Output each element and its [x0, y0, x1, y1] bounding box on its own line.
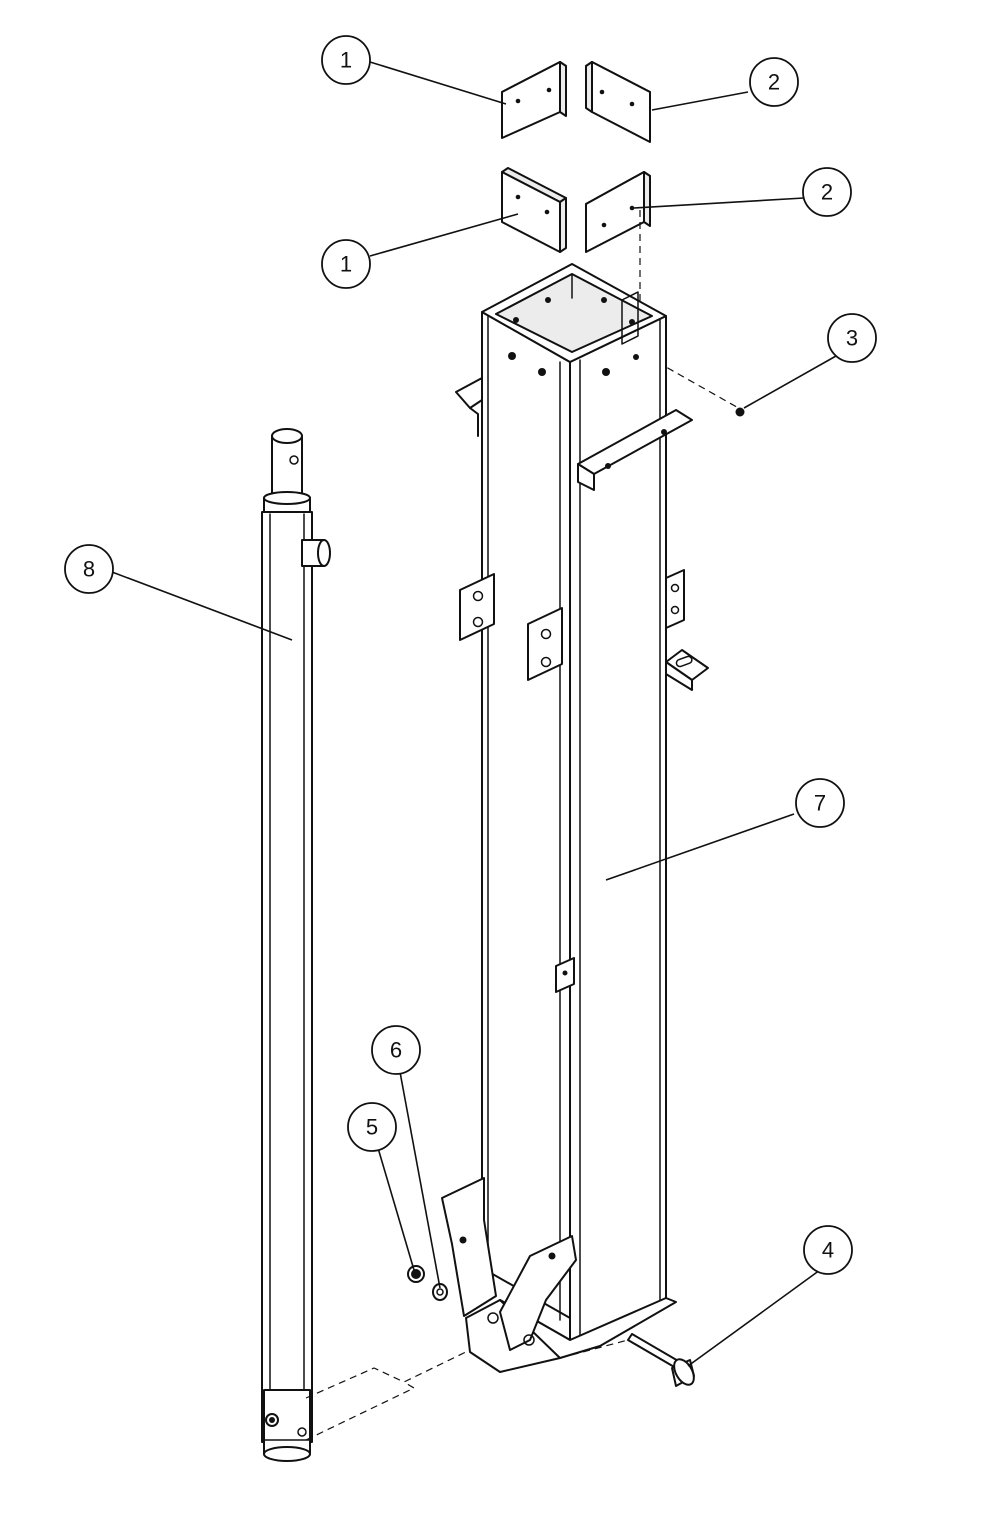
callout-3: 3: [827, 313, 877, 363]
svg-text:1: 1: [340, 252, 352, 277]
svg-text:7: 7: [814, 791, 826, 816]
svg-text:2: 2: [768, 70, 780, 95]
set-screw-part-3: [735, 407, 745, 417]
wear-pad-2-lower: [585, 171, 651, 253]
svg-text:2: 2: [821, 180, 833, 205]
callout-7: 7: [795, 778, 845, 828]
wear-pad-1-lower: [501, 167, 567, 253]
callout-5: 5: [347, 1102, 397, 1152]
svg-text:3: 3: [846, 326, 858, 351]
outer-column-tube: [441, 263, 709, 1373]
lock-nut-part-5: [407, 1265, 425, 1283]
callout-4: 4: [803, 1225, 853, 1275]
callout-1-lower: 1: [321, 239, 371, 289]
callout-8: 8: [64, 544, 114, 594]
callout-6: 6: [371, 1025, 421, 1075]
pivot-bolt-part-4: [627, 1333, 695, 1387]
wear-pad-2-upper: [585, 61, 651, 143]
svg-text:5: 5: [366, 1115, 378, 1140]
callout-1-upper: 1: [321, 35, 371, 85]
washer-part-6: [432, 1283, 448, 1301]
svg-text:1: 1: [340, 48, 352, 73]
svg-text:8: 8: [83, 557, 95, 582]
callout-2-lower: 2: [802, 167, 852, 217]
hydraulic-cylinder: [261, 428, 331, 1462]
svg-text:4: 4: [822, 1238, 834, 1263]
svg-text:6: 6: [390, 1038, 402, 1063]
callout-2-upper: 2: [749, 57, 799, 107]
wear-pad-1-upper: [501, 61, 567, 139]
